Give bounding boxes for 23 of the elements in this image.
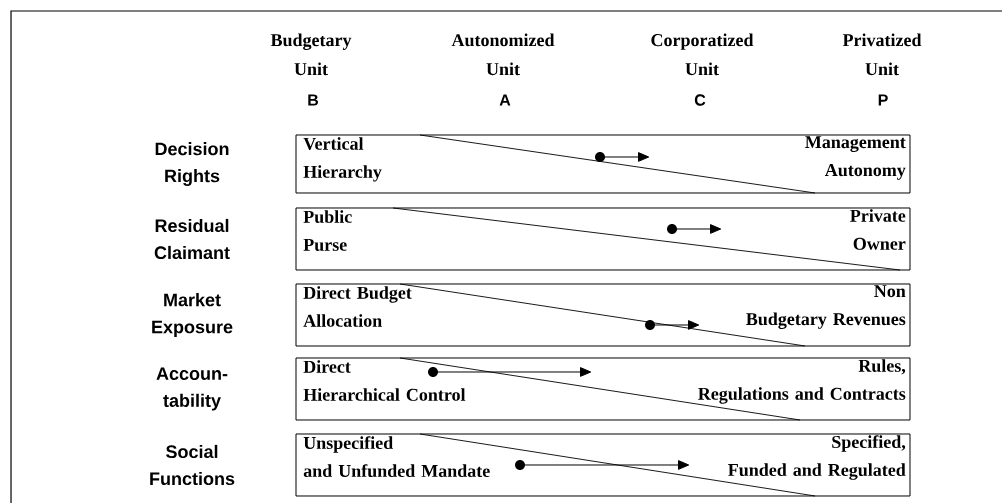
column-letter: A <box>499 94 511 106</box>
end-state-text: Private Owner <box>850 209 906 250</box>
row-label: Decision Rights <box>155 142 229 186</box>
start-state-text: Vertical Hierarchy <box>303 137 382 182</box>
column-letter: P <box>878 94 888 106</box>
column-header: Privatized Unit <box>842 33 922 76</box>
end-state-text: Management Autonomy <box>805 136 906 180</box>
column-letter: C <box>694 94 706 106</box>
column-header: Autonomized Unit <box>451 33 555 76</box>
row-label: Accoun- tability <box>156 367 228 411</box>
start-state-text: Direct Budget Allocation <box>303 286 412 327</box>
row-label: Social Functions <box>150 444 235 486</box>
end-state-text: Non Budgetary Revenues <box>746 285 906 329</box>
start-state-text: Public Purse <box>303 210 352 251</box>
end-state-text: Rules, Regulations and Contracts <box>698 359 906 404</box>
end-state-text: Specified, Funded and Regulated <box>728 435 906 480</box>
column-letter: B <box>308 94 319 106</box>
start-state-text: Direct Hierarchical Control <box>303 360 466 401</box>
column-header: Budgetary Unit <box>270 33 352 76</box>
column-header: Corporatized Unit <box>651 33 754 76</box>
row-label: Residual Claimant <box>154 218 230 260</box>
row-label: Market Exposure <box>152 293 233 337</box>
start-state-text: Unspecified and Unfunded Mandate <box>303 436 490 478</box>
